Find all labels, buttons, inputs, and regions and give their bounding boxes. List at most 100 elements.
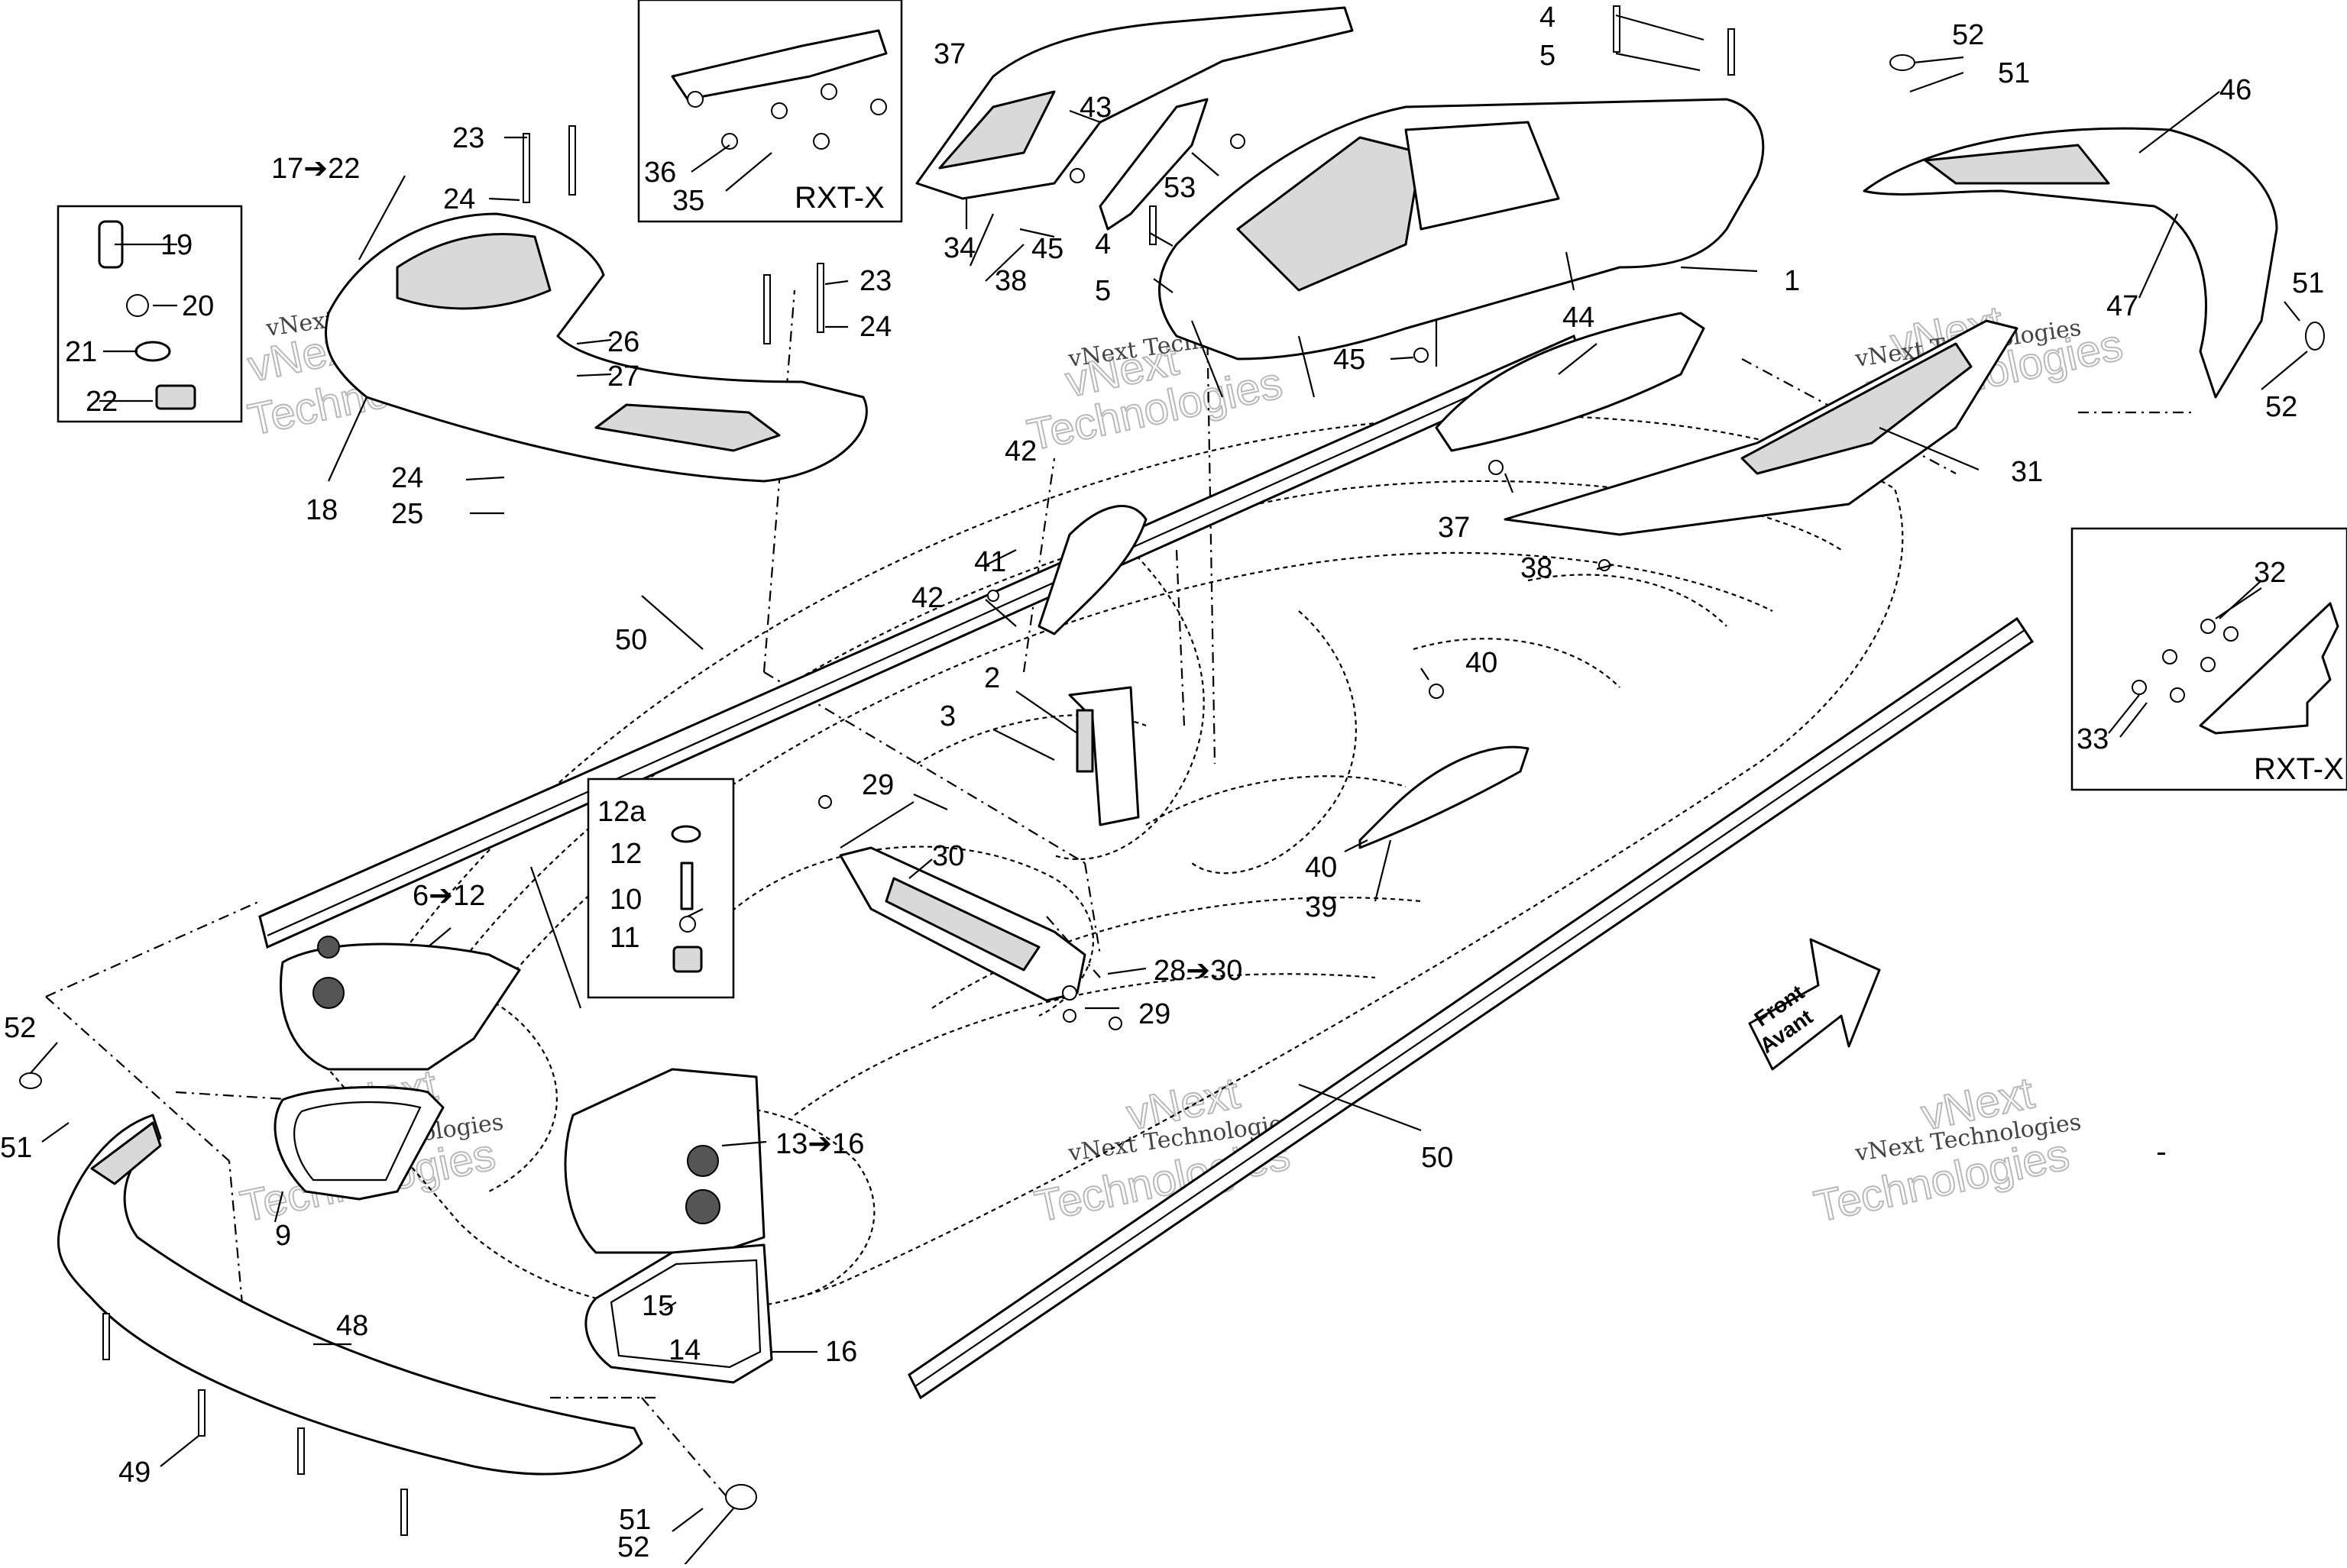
callout-22: 22 xyxy=(86,386,118,418)
callout-51d: 51 xyxy=(619,1504,651,1536)
bottom-bracket-30 xyxy=(839,846,1086,1002)
side-trim-34 xyxy=(915,6,1354,200)
hardware-box xyxy=(57,205,243,423)
callout-24a: 24 xyxy=(443,183,475,215)
front-direction-arrow: Front Avant xyxy=(1748,938,1881,1071)
callout-2: 2 xyxy=(984,662,1000,694)
inset-title-rxtx-right: RXT-X xyxy=(2254,752,2344,786)
callout-29b: 29 xyxy=(1138,998,1170,1030)
callout-5a: 5 xyxy=(1539,40,1555,72)
callout-23b: 23 xyxy=(859,265,892,297)
steering-bracket xyxy=(1068,686,1140,826)
callout-52b: 52 xyxy=(2265,391,2297,423)
callout-43: 43 xyxy=(1080,92,1112,124)
callout-26: 26 xyxy=(607,326,639,358)
seat-grab-handle xyxy=(325,212,868,483)
callout-16: 16 xyxy=(825,1336,857,1368)
callout-14: 14 xyxy=(668,1334,701,1366)
callout-4a: 4 xyxy=(1539,2,1555,34)
callout-3: 3 xyxy=(940,700,956,732)
callout-34: 34 xyxy=(944,232,976,264)
trim-39 xyxy=(1358,745,1530,849)
callout-1: 1 xyxy=(1784,265,1800,297)
callout-32: 32 xyxy=(2254,557,2286,589)
callout-40b: 40 xyxy=(1305,852,1337,884)
callout-24b: 24 xyxy=(859,311,892,343)
callout-12a: 12a xyxy=(597,796,646,828)
callout-12: 12 xyxy=(610,838,642,870)
callout-45b: 45 xyxy=(1333,344,1365,376)
callout-42b: 42 xyxy=(911,582,944,614)
callout-31: 31 xyxy=(2011,456,2043,488)
callout-25: 25 xyxy=(391,498,423,530)
vent-43 xyxy=(1099,98,1209,231)
callout-51a: 51 xyxy=(1998,57,2030,89)
callout-36: 36 xyxy=(644,157,676,189)
callout-49: 49 xyxy=(118,1456,151,1489)
callout-35: 35 xyxy=(672,185,704,217)
inset-rxtx-right: RXT-X xyxy=(2070,527,2347,791)
side-grill-panel xyxy=(1504,319,2018,536)
callout-42a: 42 xyxy=(1005,435,1037,467)
callout-18: 18 xyxy=(306,494,338,526)
callout-9: 9 xyxy=(275,1220,291,1252)
callout-50b: 50 xyxy=(1421,1142,1453,1174)
deck-body xyxy=(1158,98,1765,398)
gasket-9 xyxy=(274,1085,445,1201)
vent-41 xyxy=(1038,505,1148,635)
rubstrip-left xyxy=(258,334,1583,949)
callout-24c: 24 xyxy=(391,462,423,494)
rear-cover xyxy=(1863,127,2278,399)
callout-29a: 29 xyxy=(862,769,894,801)
callout-19: 19 xyxy=(160,229,193,261)
front-bumper-48 xyxy=(57,1114,643,1476)
callout-6-12: 6➔12 xyxy=(413,880,485,912)
callout-37a: 37 xyxy=(934,38,966,70)
access-cover-6-12 xyxy=(280,936,521,1071)
callout-52c: 52 xyxy=(4,1012,36,1044)
callout-52a: 52 xyxy=(1952,19,1984,51)
inset-title-rxtx-top: RXT-X xyxy=(795,181,885,215)
callout-37b: 37 xyxy=(1438,512,1470,544)
callout-23a: 23 xyxy=(452,122,484,154)
callout-53: 53 xyxy=(1164,172,1196,204)
callout-40a: 40 xyxy=(1465,647,1497,679)
callout-44: 44 xyxy=(1562,302,1594,334)
callout-48: 48 xyxy=(336,1310,368,1342)
callout-4b: 4 xyxy=(1095,228,1111,260)
callout-38b: 38 xyxy=(1520,552,1552,584)
rubstrip-right xyxy=(908,616,2035,1400)
callout-52d: 52 xyxy=(617,1531,649,1563)
callout-39: 39 xyxy=(1305,891,1337,923)
callout-17-22: 17➔22 xyxy=(271,153,360,185)
callout-38a: 38 xyxy=(995,265,1027,297)
callout-10: 10 xyxy=(610,884,642,916)
side-molding xyxy=(1435,312,1705,452)
callout-50a: 50 xyxy=(615,624,647,656)
leader-lines xyxy=(30,14,2308,1566)
callout-11: 11 xyxy=(610,922,639,954)
inset-rxtx-top: RXT-X xyxy=(637,0,903,223)
fasteners xyxy=(19,5,2325,1536)
access-cover-13-16 xyxy=(564,1068,766,1254)
callout-13-16: 13➔16 xyxy=(775,1128,864,1160)
hull-outline xyxy=(45,289,2193,1505)
callout-27: 27 xyxy=(607,360,639,393)
callout-28-30: 28➔30 xyxy=(1154,955,1242,987)
callout-45a: 45 xyxy=(1031,233,1063,265)
callout-5b: 5 xyxy=(1095,275,1111,307)
callout-15: 15 xyxy=(642,1290,674,1322)
gasket-16 xyxy=(584,1243,773,1384)
callout-51c: 51 xyxy=(0,1132,32,1164)
callout-20: 20 xyxy=(182,290,214,322)
callout-30: 30 xyxy=(932,840,964,872)
callout-51b: 51 xyxy=(2292,267,2324,299)
callout-47: 47 xyxy=(2106,290,2138,322)
callout-46: 46 xyxy=(2219,74,2252,106)
callout-33: 33 xyxy=(2077,723,2109,755)
callout-21: 21 xyxy=(65,336,97,368)
callout-41: 41 xyxy=(974,546,1006,578)
hardware-12a-11 xyxy=(587,778,735,999)
